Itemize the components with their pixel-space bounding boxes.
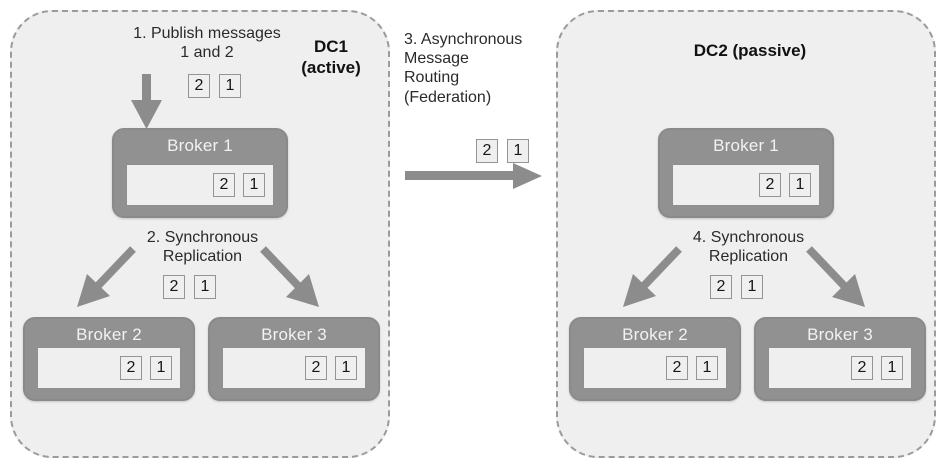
step-1-caption: 1. Publish messages 1 and 2 [133,25,281,62]
broker-queue: 2 1 [37,347,181,389]
broker-node-dc2-broker-2[interactable]: Broker 2 2 1 [569,317,741,401]
broker-title: Broker 3 [261,325,327,344]
message-token-1: 1 [881,356,903,380]
broker-title: Broker 3 [807,325,873,344]
dc1-replication-message-tokens: 2 1 [163,275,216,299]
broker-title: Broker 1 [713,136,779,155]
message-token-2: 2 [213,173,235,197]
message-token-1: 1 [194,275,216,299]
message-token-2: 2 [851,356,873,380]
dc2-replication-message-tokens: 2 1 [710,275,763,299]
broker-title: Broker 2 [622,325,688,344]
message-token-1: 1 [789,173,811,197]
message-token-1: 1 [507,139,529,163]
message-token-1: 1 [243,173,265,197]
message-token-1: 1 [219,74,241,98]
message-token-2: 2 [305,356,327,380]
broker-node-dc2-broker-3[interactable]: Broker 3 2 1 [754,317,926,401]
broker-queue: 2 1 [222,347,366,389]
message-token-2: 2 [188,74,210,98]
broker-node-dc1-broker-3[interactable]: Broker 3 2 1 [208,317,380,401]
broker-title: Broker 1 [167,136,233,155]
message-token-2: 2 [120,356,142,380]
broker-queue: 2 1 [768,347,912,389]
broker-title: Broker 2 [76,325,142,344]
step-3-caption: 3. Asynchronous Message Routing (Federat… [404,31,523,106]
broker-node-dc1-broker-2[interactable]: Broker 2 2 1 [23,317,195,401]
message-token-2: 2 [163,275,185,299]
message-token-1: 1 [335,356,357,380]
step-4-caption: 4. Synchronous Replication [692,229,805,266]
message-token-1: 1 [696,356,718,380]
broker-node-dc1-broker-1[interactable]: Broker 1 2 1 [112,128,288,218]
broker-queue: 2 1 [583,347,727,389]
message-token-1: 1 [150,356,172,380]
federation-message-tokens: 2 1 [476,139,529,163]
datacenter-dc2-label: DC2 (passive) [693,41,807,60]
broker-queue: 2 1 [672,164,820,206]
datacenter-dc1-label: DC1 (active) [301,37,361,78]
broker-queue: 2 1 [126,164,274,206]
message-token-2: 2 [476,139,498,163]
federation-arrow [405,163,542,189]
message-token-2: 2 [759,173,781,197]
message-token-2: 2 [710,275,732,299]
broker-node-dc2-broker-1[interactable]: Broker 1 2 1 [658,128,834,218]
message-token-2: 2 [666,356,688,380]
message-token-1: 1 [741,275,763,299]
step-2-caption: 2. Synchronous Replication [146,229,259,266]
publish-message-tokens: 2 1 [188,74,241,98]
